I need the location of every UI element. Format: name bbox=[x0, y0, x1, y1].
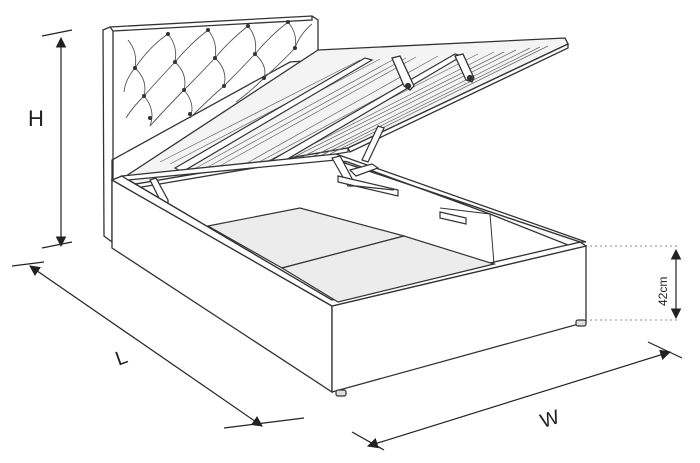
height-dimension bbox=[41, 29, 73, 249]
storage-depth-dimension bbox=[590, 245, 682, 321]
box-inner-edges bbox=[127, 179, 495, 301]
width-dimension bbox=[351, 341, 683, 451]
height-label: H bbox=[28, 106, 44, 131]
storage-panels bbox=[206, 207, 497, 303]
length-dimension bbox=[11, 261, 305, 429]
length-label: L bbox=[113, 346, 131, 370]
tuft-buttons bbox=[133, 20, 297, 120]
width-label: W bbox=[538, 406, 563, 433]
storage-handle bbox=[439, 211, 467, 225]
gas-struts bbox=[331, 125, 399, 197]
slats bbox=[159, 45, 549, 169]
storage-depth-label: 42cm bbox=[656, 277, 670, 306]
bed-feet bbox=[335, 319, 587, 397]
headboard-tufting bbox=[123, 21, 313, 127]
